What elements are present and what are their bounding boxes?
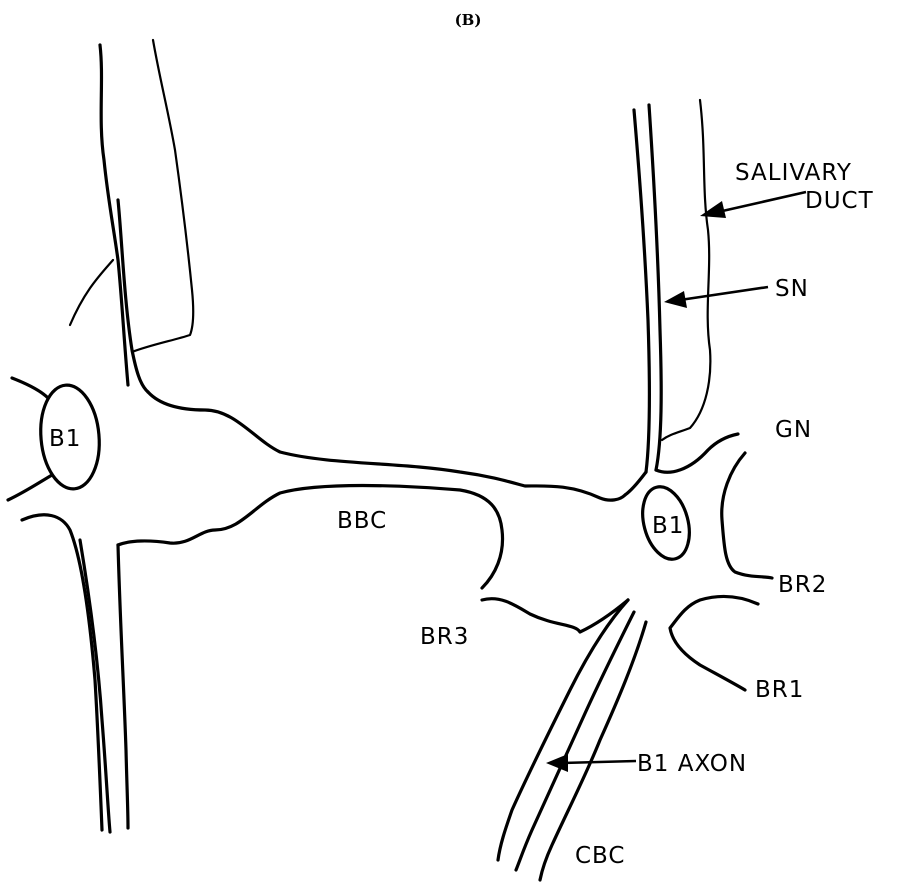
- salivary-duct-label-line2: DUCT: [805, 188, 874, 214]
- salivary-duct-arrow: [700, 192, 806, 218]
- right-duct-and-sn: [634, 100, 710, 472]
- b1-axon-label: B1 AXON: [637, 751, 747, 777]
- bbc-label: BBC: [337, 508, 387, 534]
- bbc-connective: [118, 392, 625, 588]
- b1-right-label: B1: [652, 513, 684, 539]
- sn-arrow: [664, 287, 768, 308]
- panel-label: (B): [455, 11, 482, 29]
- cbc-label: CBC: [575, 843, 626, 869]
- cbc-nerve: [498, 600, 646, 880]
- br1-label: BR1: [755, 677, 804, 703]
- sn-label: SN: [775, 276, 809, 302]
- left-lower-nerve: [22, 515, 128, 832]
- b1-left-label: B1: [49, 426, 81, 452]
- br2-label: BR2: [778, 572, 827, 598]
- gn-label: GN: [775, 417, 812, 443]
- br3-label: BR3: [420, 624, 469, 650]
- right-b1-soma: [482, 434, 772, 690]
- left-upper-nerve: [70, 40, 193, 392]
- salivary-duct-label-line1: SALIVARY: [735, 160, 852, 186]
